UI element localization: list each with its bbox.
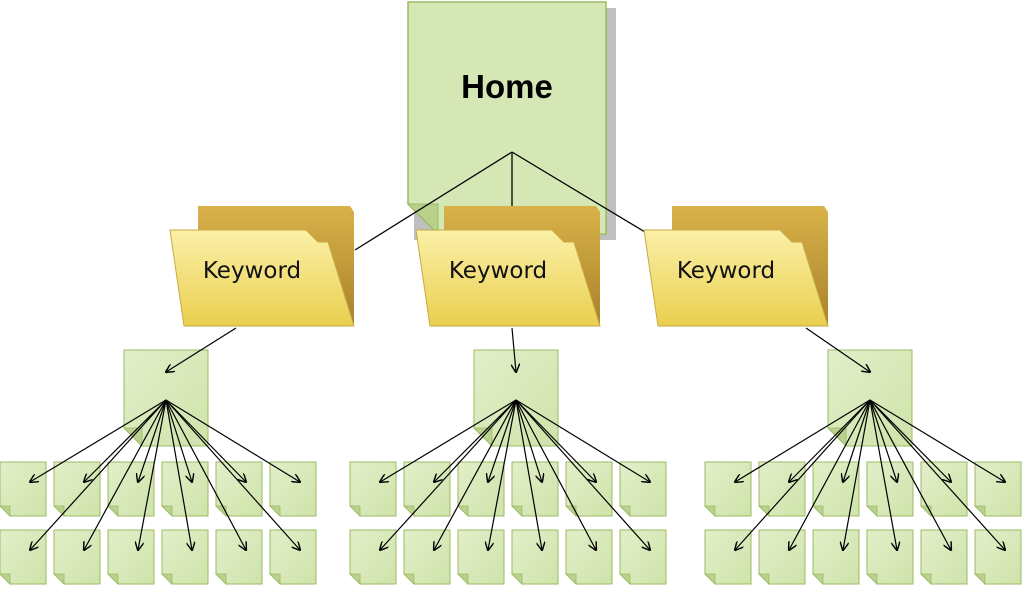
link-arrow [434,399,517,550]
link-arrow [165,399,192,550]
link-arrow [138,399,167,550]
leaf-page [565,529,613,585]
folder-label: Keyword [203,258,301,284]
link-arrow [165,399,300,550]
leaf-page [53,461,101,517]
link-arrow [515,399,596,550]
link-arrow [843,399,871,482]
category-pages [123,349,913,447]
link-arrows [30,327,1005,550]
leaf-page [0,529,47,585]
link-arrow [380,399,517,550]
link-arrow [805,327,870,372]
link-arrow [869,399,951,482]
keyword-folder-1: Keyword [169,206,355,327]
link-arrow [488,399,517,482]
leaf-page [215,529,263,585]
leaf-page [161,461,209,517]
link-arrow [869,399,897,550]
leaf-page [619,529,667,585]
leaf-page [349,529,397,585]
leaf-page [403,461,451,517]
leaf-page [161,529,209,585]
link-arrow [84,399,167,550]
link-arrow [488,399,517,550]
folder-label: Keyword [449,258,547,284]
leaf-page [758,529,806,585]
link-arrow [30,399,167,482]
link-arrow [515,399,542,482]
link-arrow [166,327,237,372]
leaf-page [53,529,101,585]
leaf-page [403,529,451,585]
leaf-page [619,461,667,517]
link-arrow [512,327,516,372]
leaf-page [974,461,1022,517]
leaf-page [920,461,968,517]
link-arrow [138,399,167,482]
link-arrow [843,399,871,550]
home-title: Home [461,68,553,105]
keyword-folder-3: Keyword [643,206,829,327]
leaf-page [511,529,559,585]
link-arrow [30,399,167,550]
link-arrow [515,399,596,482]
leaf-page [269,529,317,585]
leaf-page [812,461,860,517]
link-arrow [789,399,871,482]
leaf-page [866,529,914,585]
link-arrow [735,399,871,482]
link-arrow [869,399,897,482]
leaf-page [511,461,559,517]
link-arrow [869,399,1005,482]
link-arrow [165,399,246,550]
leaf-page [457,461,505,517]
link-arrow [165,399,246,482]
leaf-page [920,529,968,585]
leaf-page [758,461,806,517]
leaf-page [107,529,155,585]
leaf-page [0,461,47,517]
link-arrow [165,399,300,482]
link-arrow [735,399,871,550]
leaf-page [349,461,397,517]
leaf-page [565,461,613,517]
leaf-page [215,461,263,517]
keyword-folder-2: Keyword [415,206,601,327]
link-arrow [869,399,951,550]
leaf-page [107,461,155,517]
folder-label: Keyword [677,258,775,284]
leaf-page [812,529,860,585]
link-arrow [515,399,542,550]
category-page [827,349,913,447]
leaf-page [704,529,752,585]
leaf-pages [0,461,1022,585]
leaf-page [704,461,752,517]
link-arrow [515,399,650,482]
link-arrow [789,399,871,550]
leaf-page [974,529,1022,585]
link-arrow [869,399,1005,550]
leaf-page [457,529,505,585]
leaf-page [866,461,914,517]
link-arrow [515,399,650,550]
link-arrow [380,399,517,482]
link-arrow [434,399,517,482]
link-arrow [84,399,167,482]
leaf-page [269,461,317,517]
link-arrow [165,399,192,482]
